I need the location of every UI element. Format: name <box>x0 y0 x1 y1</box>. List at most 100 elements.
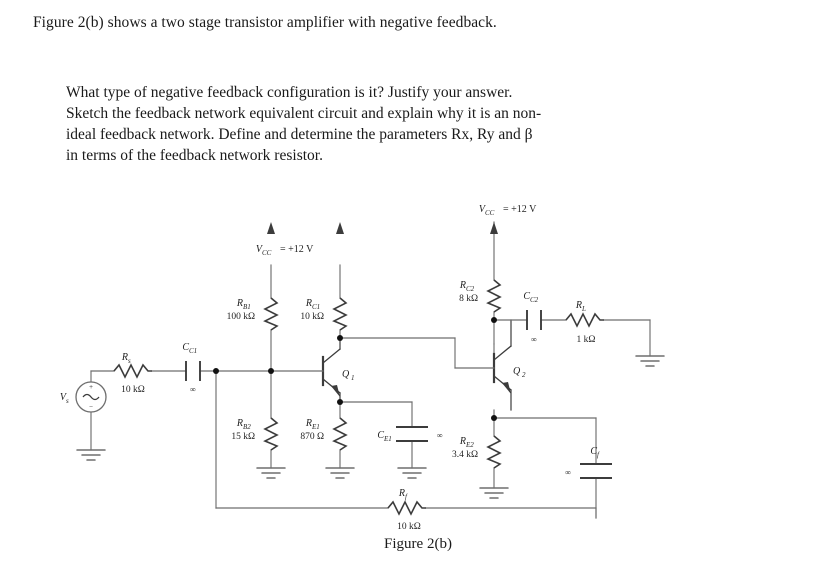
label-rb2: R B2 15 kΩ <box>231 418 255 442</box>
vcc1-rb1-arrow <box>267 222 275 234</box>
label-ce1: C E1 ∞ <box>377 430 443 443</box>
rc2-name: R <box>459 280 466 291</box>
source-minus-sign: − <box>89 403 94 411</box>
label-rc2: R C2 8 kΩ <box>459 280 478 304</box>
rb2-value: 15 kΩ <box>231 432 255 442</box>
cf-name: C <box>590 446 597 457</box>
resistor-rb1-symbol <box>263 297 279 331</box>
rc1-subscript: C1 <box>312 303 320 311</box>
node-emitter2-junction <box>491 415 497 421</box>
node-emitter1-junction <box>337 399 343 405</box>
cf-subscript: f <box>597 451 600 459</box>
rs-subscript: s <box>128 357 131 365</box>
cc1-name: C <box>182 342 189 353</box>
rs-value: 10 kΩ <box>121 385 145 395</box>
re2-value: 3.4 kΩ <box>452 450 478 460</box>
resistor-rf-symbol <box>387 500 426 516</box>
rl-name: R <box>575 300 582 311</box>
node-collector1-junction <box>337 335 343 341</box>
resistor-rc2-symbol <box>486 279 502 313</box>
resistor-rc1-symbol <box>332 297 348 331</box>
rc2-value: 8 kΩ <box>459 294 478 304</box>
source-plus-sign: + <box>89 383 94 391</box>
vcc2-arrow <box>490 222 498 234</box>
resistor-re1-symbol <box>332 417 348 451</box>
label-rl: R L 1 kΩ <box>575 300 596 345</box>
rb1-subscript: B1 <box>243 303 251 311</box>
cf-value: ∞ <box>565 468 571 477</box>
re2-name: R <box>459 436 466 447</box>
rc2-subscript: C2 <box>466 285 475 293</box>
q1-name: Q <box>342 369 350 380</box>
ce1-name: C <box>377 430 384 441</box>
vcc-left-subscript: CC <box>262 249 272 257</box>
label-re2: R E2 3.4 kΩ <box>452 436 478 460</box>
wire-q2-collector-diag <box>493 345 512 361</box>
cc2-name: C <box>523 291 530 302</box>
cc1-value: ∞ <box>190 385 196 394</box>
resistor-rb2-symbol <box>263 417 279 451</box>
resistor-rs-symbol <box>113 363 152 379</box>
ground-ce1 <box>397 467 427 479</box>
rl-subscript: L <box>581 305 586 313</box>
node-collector2-junction <box>491 317 497 323</box>
question-line-2: Sketch the feedback network equivalent c… <box>66 105 542 122</box>
label-q1: Q 1 <box>342 369 355 382</box>
q1-emitter-arrow <box>331 385 340 397</box>
node-input-junction <box>213 368 219 374</box>
q1-subscript: 1 <box>351 374 355 382</box>
rl-value: 1 kΩ <box>577 335 596 345</box>
circuit-schematic: + − V CC = +12 V V CC = +12 V V s R s 10… <box>60 204 665 532</box>
source-subscript: s <box>66 397 69 405</box>
figure-caption: Figure 2(b) <box>384 536 452 552</box>
question-line-3: ideal feedback network. Define and deter… <box>66 126 533 143</box>
rc1-name: R <box>305 298 312 309</box>
vcc-right-symbol: V <box>479 204 487 215</box>
rf-name: R <box>398 488 405 499</box>
re1-name: R <box>305 418 312 429</box>
re1-subscript: E1 <box>311 423 320 431</box>
label-cf: C f ∞ <box>565 446 600 477</box>
vcc-left-value: = +12 V <box>280 244 314 255</box>
question-body: What type of negative feedback configura… <box>66 82 706 166</box>
q2-emitter-arrow <box>502 382 511 394</box>
vcc-left-label: V CC = +12 V <box>256 244 314 257</box>
cc2-value: ∞ <box>531 335 537 344</box>
re1-value: 870 Ω <box>300 432 324 442</box>
rc1-value: 10 kΩ <box>300 312 324 322</box>
wire-q1-collector-diag <box>322 348 341 364</box>
label-rs: R s 10 kΩ <box>121 352 145 395</box>
label-re1: R E1 870 Ω <box>300 418 324 442</box>
rf-value: 10 kΩ <box>397 522 421 532</box>
rb1-name: R <box>236 298 243 309</box>
rb2-name: R <box>236 418 243 429</box>
q2-subscript: 2 <box>522 371 526 379</box>
rf-subscript: f <box>405 493 408 501</box>
ground-re2 <box>479 487 509 499</box>
vcc-right-value: = +12 V <box>503 204 537 215</box>
ground-source <box>76 449 106 461</box>
resistor-re2-symbol <box>486 435 502 469</box>
q2-name: Q <box>513 366 521 377</box>
label-rb1: R B1 100 kΩ <box>227 298 255 322</box>
circuit-figure: + − V CC = +12 V V CC = +12 V V s R s 10… <box>0 196 836 574</box>
rb2-subscript: B2 <box>243 423 251 431</box>
node-base1-junction <box>268 368 274 374</box>
vcc-right-label: V CC = +12 V <box>479 204 537 217</box>
resistor-rl-symbol <box>565 312 604 328</box>
label-rf: R f 10 kΩ <box>397 488 421 532</box>
label-rc1: R C1 10 kΩ <box>300 298 324 322</box>
cc2-subscript: C2 <box>530 296 539 304</box>
ce1-value: ∞ <box>437 431 443 440</box>
cc1-subscript: C1 <box>189 347 197 355</box>
label-cc1: C C1 ∞ <box>182 342 197 394</box>
ce1-subscript: E1 <box>383 435 392 443</box>
label-source-vs: V s <box>60 392 69 405</box>
re2-subscript: E2 <box>465 441 474 449</box>
label-q2: Q 2 <box>513 366 526 379</box>
question-line-4: in terms of the feedback network resisto… <box>66 147 323 164</box>
rs-name: R <box>121 352 128 363</box>
ground-rb2 <box>256 467 286 479</box>
vcc1-rc1-arrow <box>336 222 344 234</box>
question-line-1: What type of negative feedback configura… <box>66 84 513 101</box>
